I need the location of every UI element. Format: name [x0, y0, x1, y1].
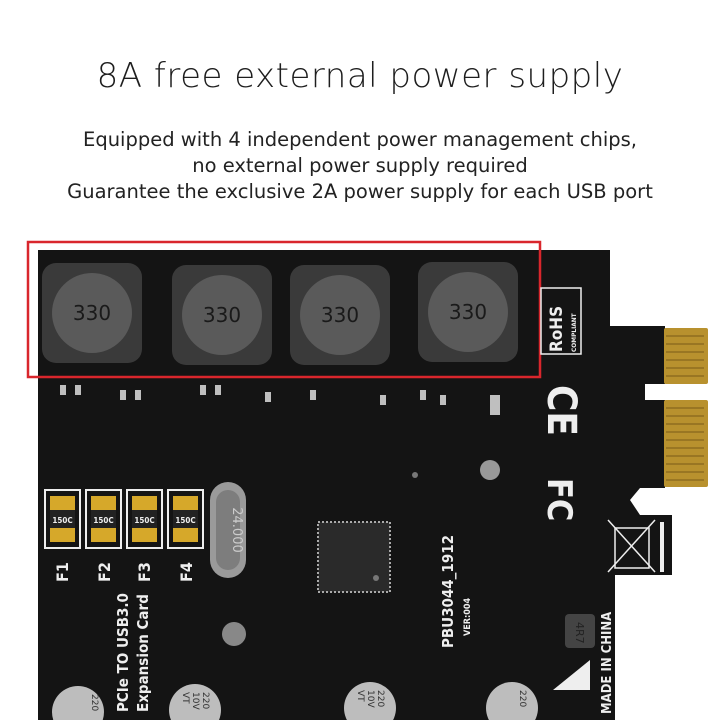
rohs-subtext: COMPLIANT [570, 313, 578, 352]
svg-text:330: 330 [73, 301, 111, 325]
svg-text:150C: 150C [93, 516, 113, 525]
fuse-name: F2 [95, 562, 114, 582]
fuse: 150C [44, 489, 81, 549]
controller-chip [317, 521, 391, 593]
svg-text:VT: VT [180, 692, 190, 704]
inductor: 330 [290, 265, 390, 365]
svg-text:220: 220 [375, 690, 385, 707]
svg-text:150C: 150C [175, 516, 195, 525]
fuse-name: F1 [53, 562, 72, 582]
ce-mark: CE [538, 385, 584, 436]
headline: 8A free external power supply [96, 56, 624, 96]
description-line-1: Equipped with 4 independent power manage… [83, 128, 637, 151]
svg-text:24.000: 24.000 [229, 507, 244, 553]
highlight-box [26, 240, 542, 379]
svg-text:VT: VT [355, 690, 365, 702]
product-name-line-2: Expansion Card [134, 594, 152, 712]
capacitor: 220 [52, 686, 104, 720]
capacitor: 220 [486, 682, 538, 720]
pcb-board [38, 250, 672, 720]
small-inductor: 4R7 [565, 614, 595, 648]
inductor: 330 [42, 263, 142, 363]
fuse-name: F4 [177, 562, 196, 582]
fuse-name: F3 [135, 562, 154, 582]
fuse: 150C [126, 489, 163, 549]
rohs-mark [540, 287, 582, 355]
crystal-oscillator: 24.000 [210, 482, 246, 578]
version-label: VER:004 [463, 597, 473, 636]
gold-fingers-2 [664, 400, 708, 487]
svg-text:4R7: 4R7 [573, 622, 586, 644]
inductor: 330 [172, 265, 272, 365]
description-line-3: Guarantee the exclusive 2A power supply … [67, 180, 653, 203]
svg-text:150C: 150C [52, 516, 72, 525]
model-number: PBU3044_1912 [439, 535, 457, 648]
inductor: 330 [418, 262, 518, 362]
weee-bin-icon [607, 519, 664, 573]
product-name-line-1: PCIe TO USB3.0 [114, 593, 132, 712]
svg-text:330: 330 [203, 303, 241, 327]
esd-warning-icon [553, 660, 590, 690]
gold-fingers-1 [664, 328, 708, 384]
fuse: 150C [167, 489, 204, 549]
svg-text:220: 220 [200, 692, 210, 709]
svg-text:330: 330 [449, 300, 487, 324]
svg-text:150C: 150C [134, 516, 154, 525]
fcc-mark: FC [539, 478, 579, 521]
svg-text:10V: 10V [190, 692, 200, 710]
description-line-2: no external power supply required [192, 154, 528, 177]
svg-text:330: 330 [321, 303, 359, 327]
fuse: 150C [85, 489, 122, 549]
origin-label: MADE IN CHINA [600, 612, 615, 714]
svg-text:220: 220 [89, 694, 99, 711]
svg-text:220: 220 [517, 690, 527, 707]
svg-text:10V: 10V [365, 690, 375, 708]
rohs-text: RoHS [547, 306, 567, 352]
